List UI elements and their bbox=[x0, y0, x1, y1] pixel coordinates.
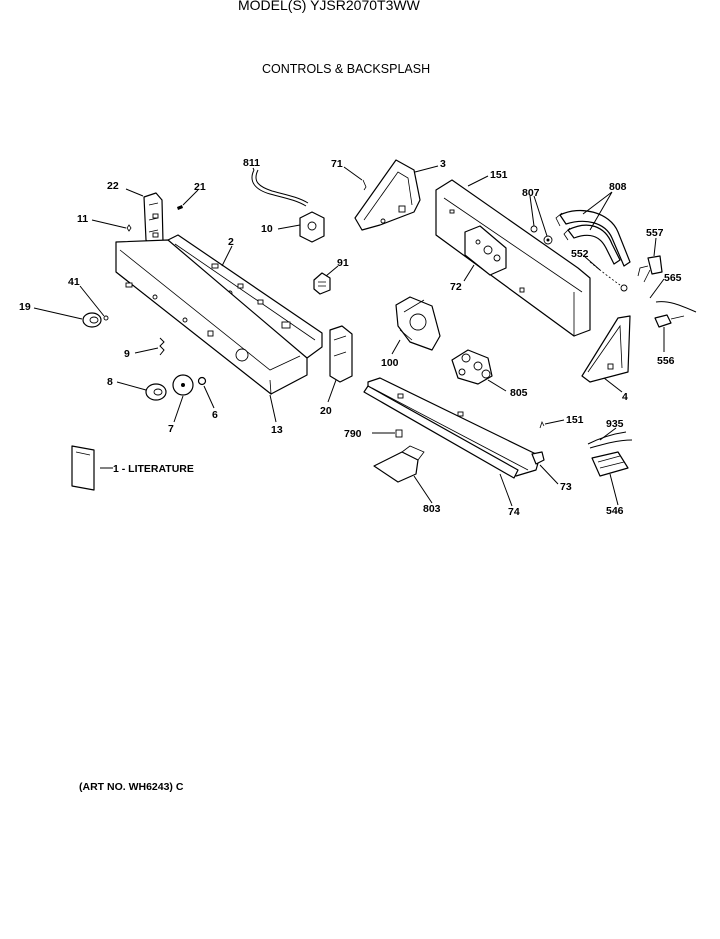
part-808-hoses bbox=[555, 209, 631, 267]
part-556-connector bbox=[654, 314, 685, 328]
callout-labels: 22 21 811 71 3 151 807 808 11 2 10 91 55… bbox=[19, 157, 682, 518]
callout-811: 811 bbox=[243, 157, 260, 169]
callout-7: 7 bbox=[168, 423, 174, 435]
leader-lines bbox=[33, 165, 665, 507]
literature-label: 1 - LITERATURE bbox=[113, 463, 194, 475]
callout-19: 19 bbox=[19, 301, 31, 313]
part-9-spring bbox=[159, 337, 165, 356]
part-71-screw bbox=[362, 179, 367, 191]
callout-6: 6 bbox=[212, 409, 218, 421]
callout-557: 557 bbox=[646, 227, 664, 239]
part-1-literature bbox=[71, 445, 95, 491]
model-heading: MODEL(S) YJSR2070T3WW bbox=[238, 0, 421, 13]
callout-807: 807 bbox=[522, 187, 540, 199]
part-22-bracket bbox=[143, 192, 164, 247]
callout-803: 803 bbox=[423, 503, 441, 515]
part-19-knob bbox=[82, 312, 102, 328]
part-807-grommets bbox=[530, 225, 553, 245]
art-number: (ART NO. WH6243) C bbox=[79, 781, 184, 793]
callout-556: 556 bbox=[657, 355, 675, 367]
callout-151-top: 151 bbox=[490, 169, 508, 181]
part-4-end-cap-right bbox=[581, 315, 631, 383]
part-10-switch bbox=[299, 211, 325, 243]
part-11-clip bbox=[126, 224, 132, 232]
callout-91: 91 bbox=[337, 257, 349, 269]
part-805-valve bbox=[451, 349, 493, 385]
callout-3: 3 bbox=[440, 158, 446, 170]
callout-8: 8 bbox=[107, 376, 113, 388]
callout-790: 790 bbox=[344, 428, 362, 440]
part-151-backsplash bbox=[435, 179, 591, 337]
part-546-terminal-block bbox=[591, 451, 629, 477]
part-935-wires bbox=[587, 431, 633, 449]
callout-21: 21 bbox=[194, 181, 206, 193]
callout-546: 546 bbox=[606, 505, 624, 517]
part-100-timer bbox=[395, 296, 441, 351]
part-74-rail bbox=[363, 377, 541, 479]
part-21-screw bbox=[177, 205, 183, 210]
callout-13: 13 bbox=[271, 424, 283, 436]
callout-552: 552 bbox=[571, 248, 589, 260]
callout-73: 73 bbox=[560, 481, 572, 493]
callout-151-bottom: 151 bbox=[566, 414, 584, 426]
callout-10: 10 bbox=[261, 223, 273, 235]
part-552-tube bbox=[589, 261, 628, 292]
callout-9: 9 bbox=[124, 348, 130, 360]
part-565-wire bbox=[655, 301, 697, 313]
part-811-wire-harness bbox=[251, 169, 309, 207]
part-13-console-front bbox=[115, 239, 308, 395]
callout-72: 72 bbox=[450, 281, 462, 293]
callout-100: 100 bbox=[381, 357, 399, 369]
part-803-bracket bbox=[373, 445, 425, 483]
part-91-relay bbox=[313, 272, 331, 295]
part-41-clip bbox=[103, 315, 109, 321]
callout-41: 41 bbox=[68, 276, 80, 288]
callout-565: 565 bbox=[664, 272, 682, 284]
part-73-clip bbox=[531, 451, 545, 465]
callout-71: 71 bbox=[331, 158, 343, 170]
callout-20: 20 bbox=[320, 405, 332, 417]
part-557-inlet bbox=[637, 255, 663, 283]
callout-11: 11 bbox=[77, 213, 88, 225]
part-20-end-cap bbox=[329, 325, 353, 383]
part-8-knob bbox=[145, 383, 167, 401]
callout-808: 808 bbox=[609, 181, 627, 193]
part-790-grommet bbox=[395, 429, 403, 438]
callout-74: 74 bbox=[508, 506, 520, 518]
callout-22: 22 bbox=[107, 180, 119, 192]
callout-935: 935 bbox=[606, 418, 624, 430]
diagram-title: CONTROLS & BACKSPLASH bbox=[262, 62, 430, 76]
part-3-end-cap-left bbox=[354, 159, 421, 231]
part-7-dial bbox=[172, 374, 194, 396]
part-6-nut bbox=[197, 376, 207, 386]
callout-805: 805 bbox=[510, 387, 528, 399]
callout-4: 4 bbox=[622, 391, 628, 403]
part-151-screw bbox=[539, 420, 545, 429]
callout-2: 2 bbox=[228, 236, 234, 248]
